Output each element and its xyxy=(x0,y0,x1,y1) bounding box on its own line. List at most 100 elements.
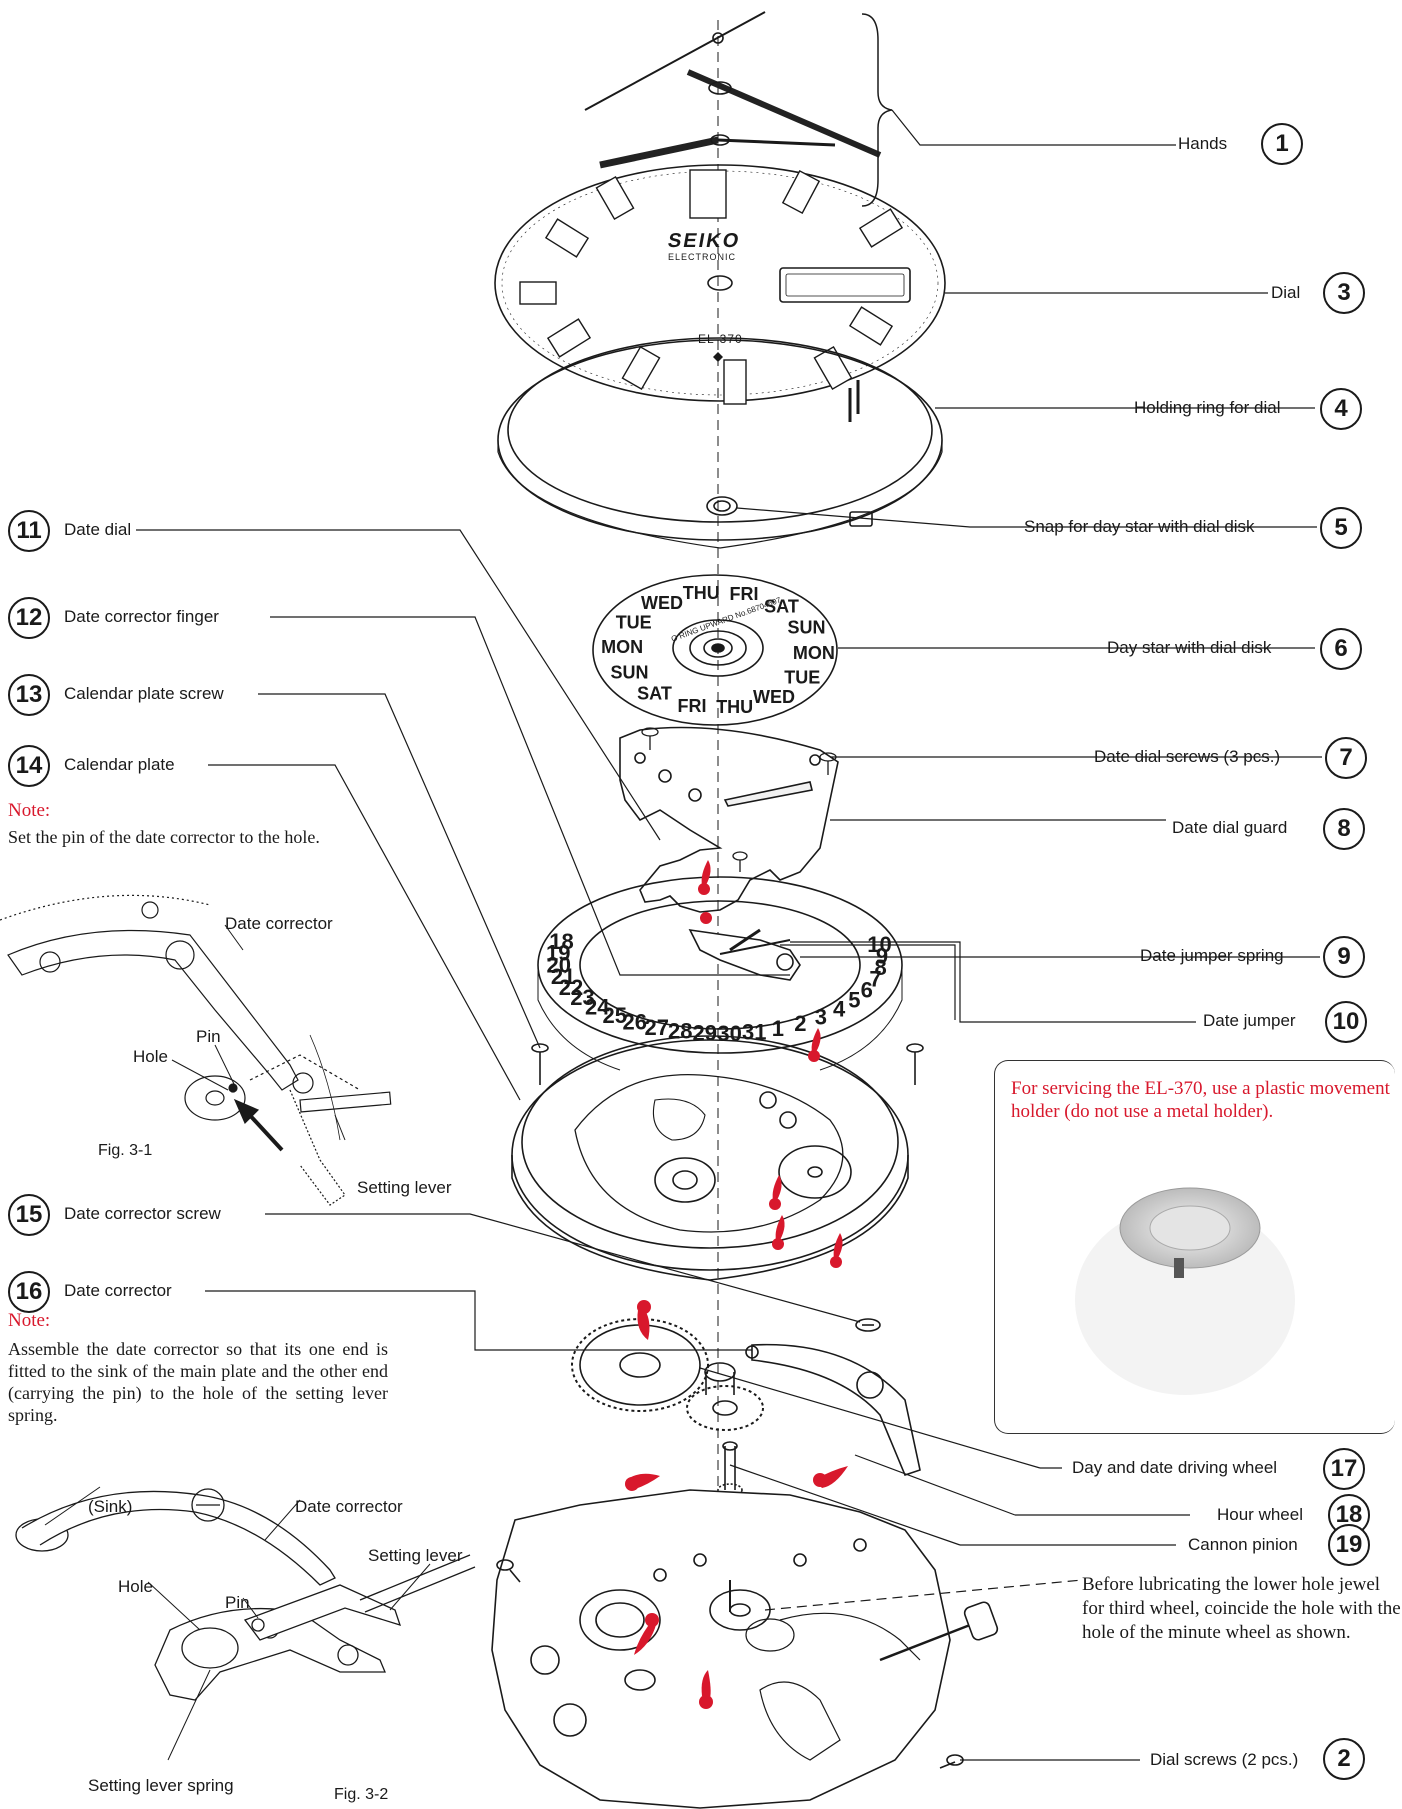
label-cannon-pinion: Cannon pinion xyxy=(1188,1535,1298,1554)
date-number: 29 xyxy=(693,1021,717,1046)
label-date-corrector-finger: Date corrector finger xyxy=(64,607,219,626)
fig2-setting-lever: Setting lever xyxy=(368,1546,463,1565)
note-1-heading: Note: xyxy=(8,800,51,821)
day-name: TUE xyxy=(784,668,820,688)
date-number: 8 xyxy=(874,955,886,980)
part-number-15: 15 xyxy=(8,1194,50,1236)
day-name: MON xyxy=(601,637,643,657)
note-2-text: Assemble the date corrector so that its … xyxy=(8,1339,388,1425)
dial-brand: SEIKO xyxy=(666,230,743,252)
date-number: 1 xyxy=(772,1016,784,1041)
part-number-3: 3 xyxy=(1323,272,1365,314)
fig1-date-corrector: Date corrector xyxy=(225,914,333,933)
label-date-corrector: Date corrector xyxy=(64,1281,172,1300)
hands-drawing xyxy=(584,11,882,169)
label-day-star: Day star with dial disk xyxy=(1107,638,1272,657)
day-name: MON xyxy=(793,643,835,663)
date-number: 26 xyxy=(623,1010,647,1035)
left-leader-lines xyxy=(136,529,861,1351)
dial-subbrand: ELECTRONIC xyxy=(668,252,737,262)
fig1-hole: Hole xyxy=(133,1047,168,1066)
date-number: 22 xyxy=(559,975,583,1000)
label-holding-ring: Holding ring for dial xyxy=(1134,398,1281,417)
part-number-1: 1 xyxy=(1261,123,1303,165)
day-name: FRI xyxy=(730,584,759,604)
label-date-jumper: Date jumper xyxy=(1203,1011,1296,1030)
date-number: 30 xyxy=(717,1021,741,1046)
label-dial-screws: Dial screws (2 pcs.) xyxy=(1150,1750,1299,1769)
lubrication-note: Before lubricating the lower hole jewel … xyxy=(1082,1574,1401,1643)
part-number-17: 17 xyxy=(1323,1448,1365,1490)
fig2-hole: Hole xyxy=(118,1577,153,1596)
part-number-4: 4 xyxy=(1320,388,1362,430)
right-leader-lines xyxy=(699,109,1322,1761)
date-number: 19 xyxy=(546,941,570,966)
label-snap: Snap for day star with dial disk xyxy=(1024,517,1255,536)
label-calendar-plate-screw: Calendar plate screw xyxy=(64,684,224,703)
label-dial: Dial xyxy=(1271,283,1301,302)
label-hands: Hands xyxy=(1178,134,1228,153)
day-name: WED xyxy=(753,687,795,707)
date-number: 3 xyxy=(815,1005,827,1030)
day-name: THU xyxy=(683,583,720,603)
day-name: SAT xyxy=(764,597,799,617)
dial-model: EL-370 xyxy=(698,332,743,346)
part-number-16: 16 xyxy=(8,1271,50,1313)
day-name: TUE xyxy=(616,612,652,632)
date-number: 25 xyxy=(602,1003,626,1028)
calendar-plate-drawing xyxy=(511,1035,924,1281)
part-number-7: 7 xyxy=(1325,737,1367,779)
date-number: 24 xyxy=(585,995,610,1020)
date-number: 4 xyxy=(833,997,846,1022)
part-number-5: 5 xyxy=(1320,507,1362,549)
movement-holder-photo xyxy=(1075,1187,1295,1395)
date-number: 2 xyxy=(794,1011,806,1036)
label-calendar-plate: Calendar plate xyxy=(64,755,175,774)
date-jumper-drawing xyxy=(688,928,801,981)
date-number: 21 xyxy=(551,964,575,989)
date-number: 9 xyxy=(876,943,888,968)
part-number-6: 6 xyxy=(1320,628,1362,670)
part-number-9: 9 xyxy=(1323,936,1365,978)
label-date-dial: Date dial xyxy=(64,520,132,539)
part-number-8: 8 xyxy=(1323,808,1365,850)
label-hour-wheel: Hour wheel xyxy=(1217,1505,1303,1524)
main-plate-drawing xyxy=(491,1489,999,1809)
cannon-pinion-drawing xyxy=(717,1441,743,1497)
fig1-setting-lever: Setting lever xyxy=(357,1178,452,1197)
fig2-caption: Fig. 3-2 xyxy=(334,1786,389,1803)
fig2-sink: (Sink) xyxy=(88,1497,133,1516)
holding-ring-drawing xyxy=(497,337,943,549)
date-number: 18 xyxy=(549,929,573,954)
oil-drops xyxy=(625,860,848,1709)
day-name: FRI xyxy=(678,696,707,716)
date-dial-ring-drawing xyxy=(537,876,903,1071)
part-number-19: 19 xyxy=(1328,1524,1370,1566)
fig2-setting-lever-spring: Setting lever spring xyxy=(88,1776,234,1795)
driving-wheel-drawing xyxy=(571,1318,709,1412)
label-driving-wheel: Day and date driving wheel xyxy=(1072,1458,1278,1477)
service-note-text: For servicing the EL-370, use a plastic … xyxy=(1011,1078,1390,1122)
date-number: 5 xyxy=(848,987,860,1012)
fig2-pin: Pin xyxy=(225,1593,250,1612)
label-date-corrector-screw: Date corrector screw xyxy=(64,1204,221,1223)
fig-3-2-drawing xyxy=(15,1486,476,1761)
date-corrector-drawing xyxy=(745,1318,921,1476)
label-date-dial-guard: Date dial guard xyxy=(1172,818,1288,837)
fig-3-1-drawing xyxy=(0,894,392,1206)
day-name: SAT xyxy=(637,684,672,704)
label-date-dial-screws: Date dial screws (3 pcs.) xyxy=(1094,747,1281,766)
note-2-heading: Note: xyxy=(8,1310,51,1331)
date-number: 6 xyxy=(861,977,873,1002)
date-number: 10 xyxy=(867,932,891,957)
part-number-13: 13 xyxy=(8,674,50,716)
date-number: 23 xyxy=(570,985,594,1010)
date-number: 27 xyxy=(645,1015,669,1040)
date-number: 31 xyxy=(742,1019,766,1044)
part-number-10: 10 xyxy=(1325,1001,1367,1043)
part-number-14: 14 xyxy=(8,745,50,787)
fig2-date-corrector: Date corrector xyxy=(295,1497,403,1516)
day-name: SUN xyxy=(787,618,825,638)
